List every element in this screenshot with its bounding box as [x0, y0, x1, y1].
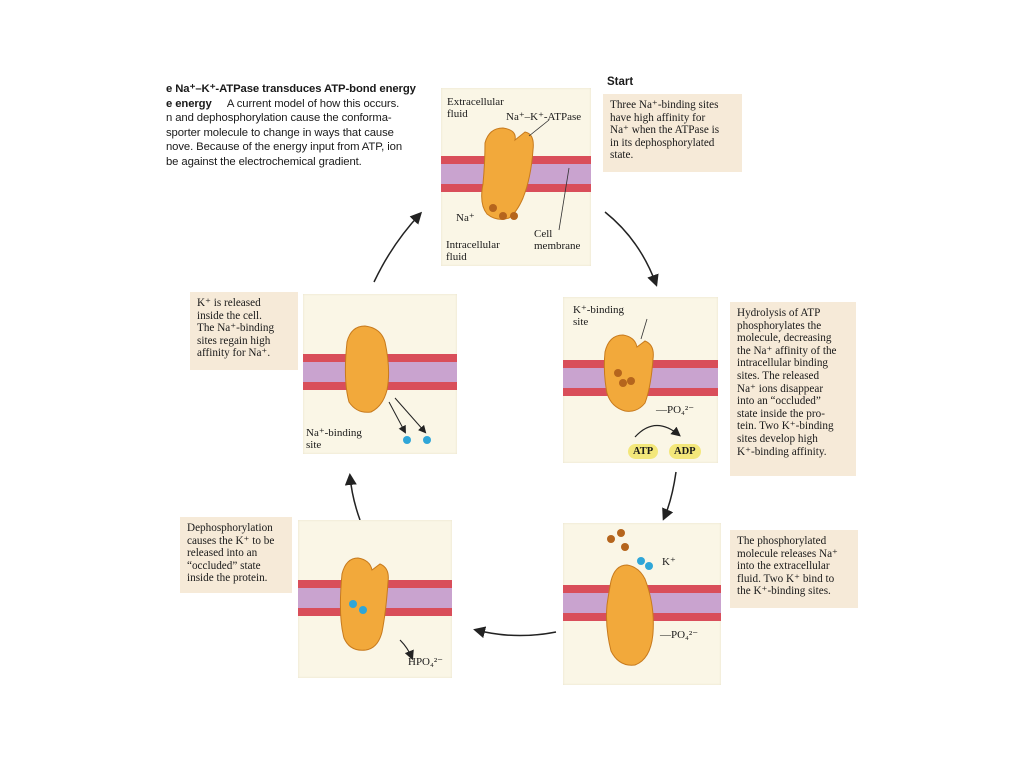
cycle-arrow: [473, 626, 557, 639]
na-ion: [617, 529, 625, 537]
na-ion: [619, 379, 627, 387]
atpase-protein: [481, 127, 534, 220]
caption-text: be against the electrochemical gradient.: [166, 155, 362, 168]
k-ion: [637, 557, 645, 565]
k-ion: [423, 436, 431, 444]
atpase-protein: [344, 325, 390, 413]
k-ion: [349, 600, 357, 608]
label-po4: —PO₄²⁻: [660, 629, 699, 641]
cycle-arrow: [662, 471, 677, 521]
caption-text: n and dephosphorylation cause the confor…: [166, 112, 392, 124]
figure-caption: e Na⁺–K⁺-ATPase transduces ATP-bond ener…: [166, 82, 426, 169]
k-ion: [403, 436, 411, 444]
caption-text: A current model of how this occurs.: [226, 97, 400, 110]
caption-subtitle: e energy: [166, 97, 212, 110]
panel5-diagram: [303, 325, 457, 444]
start-label: Start: [607, 76, 634, 88]
panel1-diagram: [441, 119, 591, 231]
panel2-diagram: [563, 318, 718, 438]
label-atpase: Na⁺–K⁺-ATPase: [506, 111, 582, 123]
na-ion: [499, 212, 507, 220]
caption-title: e Na⁺–K⁺-ATPase transduces ATP-bond ener…: [166, 83, 416, 95]
cycle-arrow: [373, 211, 423, 283]
k-ion: [645, 562, 653, 570]
atpase-protein: [339, 557, 389, 651]
caption-text: sporter molecule to change in ways that …: [166, 126, 394, 139]
k-ion: [359, 606, 367, 614]
atpase-protein: [603, 334, 654, 412]
na-ion: [614, 369, 622, 377]
cycle-arrow: [604, 211, 659, 287]
label-k: K⁺: [662, 556, 676, 568]
cycle-arrow: [344, 473, 361, 521]
na-ion: [627, 377, 635, 385]
atpase-protein: [606, 564, 654, 666]
na-ion: [607, 535, 615, 543]
na-ion: [621, 543, 629, 551]
caption-text: nove. Because of the energy input from A…: [166, 141, 403, 153]
panel3-diagram: [563, 529, 721, 666]
label-na: Na⁺: [456, 212, 475, 224]
adp-badge: ADP: [669, 444, 701, 459]
na-ion: [489, 204, 497, 212]
atp-badge: ATP: [628, 444, 659, 459]
na-ion: [510, 212, 518, 220]
panel4-diagram: [298, 557, 452, 661]
label-po4: —PO₄²⁻: [656, 404, 695, 416]
label-hpo4: HPO₄²⁻: [408, 656, 443, 668]
